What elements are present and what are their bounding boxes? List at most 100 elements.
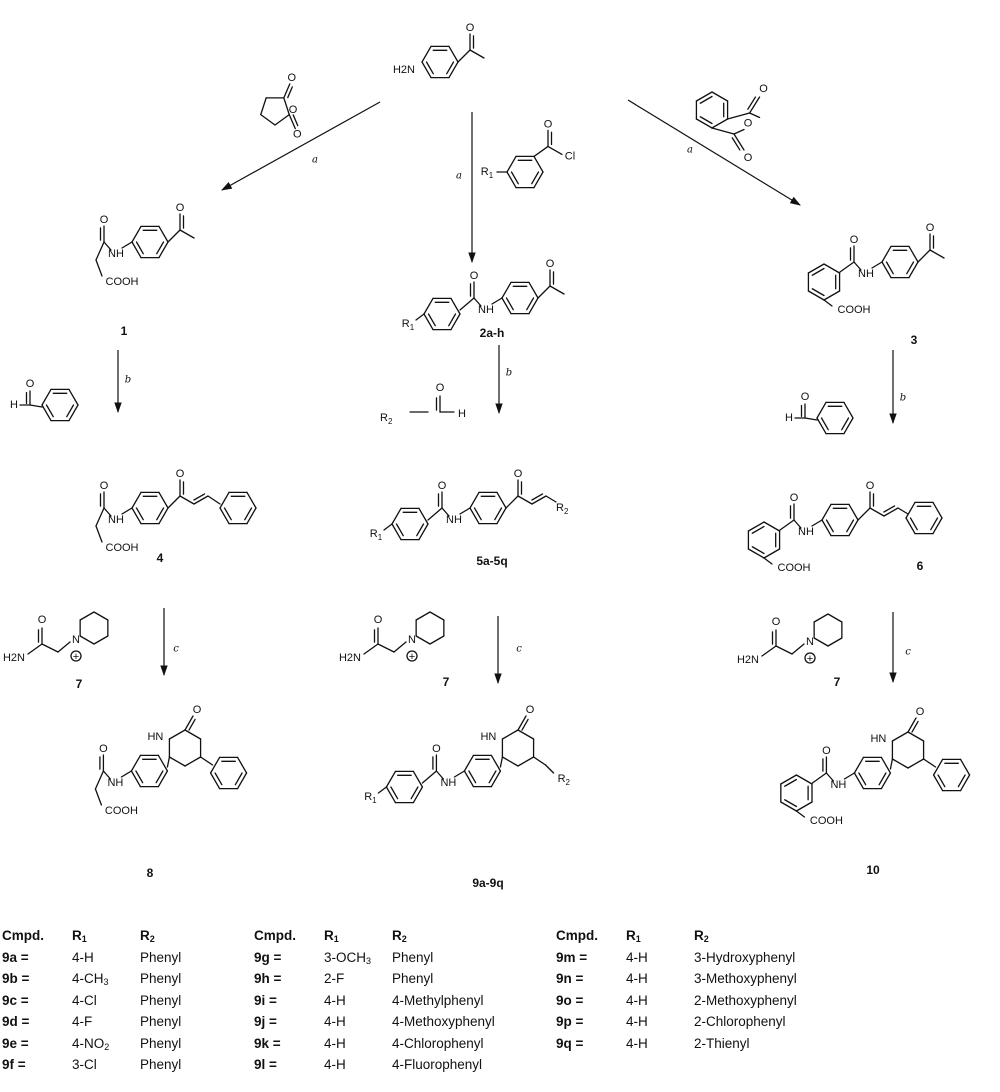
- bond: [533, 171, 544, 189]
- bond: [446, 61, 455, 75]
- bond: [415, 313, 425, 321]
- cell-r1: 4-H: [324, 1035, 346, 1051]
- cell-r2: Phenyl: [392, 971, 434, 987]
- bond: [932, 774, 944, 792]
- bond: [804, 417, 818, 421]
- bond: [883, 507, 899, 517]
- bond: [816, 401, 827, 419]
- bond: [501, 281, 512, 299]
- bond: [853, 261, 862, 271]
- cell-r1: 4-H: [626, 950, 648, 965]
- bond: [95, 259, 103, 277]
- bond: [95, 241, 105, 261]
- bond: [825, 519, 834, 533]
- bond: [795, 810, 806, 818]
- benzene-ring: [747, 521, 781, 559]
- condition-label: c: [173, 644, 179, 655]
- nitrogen-label: N: [408, 634, 416, 646]
- cell-r1: 4-F: [72, 1014, 93, 1030]
- bond: [131, 507, 142, 525]
- bond: [219, 507, 230, 525]
- cell-cmpd: 9k =: [254, 1035, 281, 1051]
- nitrogen-label: N: [806, 636, 814, 648]
- bond: [157, 770, 169, 788]
- bond: [823, 263, 841, 274]
- bond: [383, 523, 393, 531]
- bond: [747, 521, 765, 532]
- bond: [820, 417, 829, 431]
- bond: [79, 611, 95, 621]
- bond: [421, 61, 432, 79]
- charge-circle: [406, 650, 418, 662]
- cell-cmpd: 9d =: [2, 1014, 30, 1030]
- oxygen-label: O: [26, 378, 35, 390]
- bond: [907, 717, 917, 733]
- oxygen-label: O: [546, 258, 555, 270]
- bond: [857, 507, 871, 521]
- bond: [166, 756, 171, 768]
- bond: [391, 507, 402, 525]
- bond: [260, 97, 267, 116]
- compound-id-c7: 7: [443, 675, 450, 689]
- oxygen-label: O: [772, 616, 781, 628]
- bond: [207, 495, 221, 505]
- bond: [751, 525, 765, 534]
- bond: [167, 495, 181, 509]
- bond: [395, 523, 404, 537]
- bond: [199, 756, 214, 766]
- bond: [821, 503, 832, 521]
- benzene-ring: [421, 45, 459, 79]
- cell-r2: Phenyl: [140, 1014, 182, 1030]
- bond: [775, 645, 793, 655]
- bond: [448, 313, 457, 327]
- cell-r1: 4-H: [324, 1014, 346, 1030]
- r1-label: R1: [370, 528, 383, 542]
- header-r2: R2: [140, 928, 155, 944]
- bond: [733, 128, 745, 135]
- bond: [905, 517, 916, 535]
- bond: [917, 249, 931, 263]
- bond: [385, 770, 397, 788]
- bond: [429, 611, 445, 621]
- nh-label: NH: [446, 514, 462, 526]
- bond: [157, 754, 169, 772]
- bond: [846, 519, 855, 533]
- bond: [448, 61, 459, 79]
- bond: [423, 313, 434, 331]
- benzene-ring: [209, 756, 248, 790]
- bond: [532, 756, 547, 766]
- bond: [731, 137, 741, 151]
- bond: [155, 770, 164, 784]
- bond: [158, 507, 169, 525]
- bond: [957, 774, 966, 788]
- bond: [811, 519, 823, 527]
- bond: [421, 45, 432, 63]
- bond: [167, 229, 181, 243]
- bond: [158, 225, 169, 243]
- bond: [234, 772, 243, 786]
- hydrogen-label: H: [458, 408, 466, 420]
- compound-id-c3: 3: [911, 333, 918, 347]
- bond: [287, 86, 293, 99]
- bond: [391, 523, 402, 541]
- bond: [468, 770, 477, 784]
- hydrogen-label: H: [785, 412, 793, 424]
- bond: [418, 523, 429, 541]
- nh-label: NH: [107, 777, 123, 789]
- bond: [747, 96, 757, 110]
- molecule-structures: [19, 33, 971, 818]
- cell-r1: 4-H: [626, 1014, 648, 1030]
- bond: [549, 285, 565, 295]
- bond: [219, 491, 230, 509]
- bond: [517, 729, 535, 740]
- bond: [450, 313, 461, 331]
- benzene-ring: [821, 503, 859, 537]
- header-r2: R2: [392, 928, 407, 944]
- bond: [423, 297, 434, 315]
- bond: [780, 774, 798, 785]
